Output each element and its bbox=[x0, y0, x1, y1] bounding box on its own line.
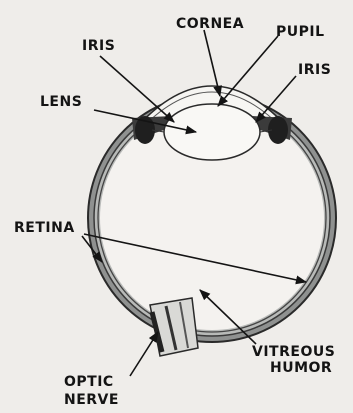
label-vitreous-line1: VITREOUS bbox=[252, 344, 335, 360]
lens bbox=[164, 104, 260, 160]
leader-iris-left bbox=[100, 56, 174, 122]
eyeball bbox=[88, 86, 336, 356]
leader-optic-nerve bbox=[130, 332, 158, 376]
optic-nerve bbox=[150, 298, 198, 356]
label-iris-left: IRIS bbox=[82, 38, 115, 54]
label-iris-right: IRIS bbox=[298, 62, 331, 78]
label-vitreous-line2: HUMOR bbox=[270, 360, 332, 376]
label-retina: RETINA bbox=[14, 220, 75, 236]
label-cornea: CORNEA bbox=[176, 16, 244, 32]
label-pupil: PUPIL bbox=[276, 24, 325, 40]
label-lens: LENS bbox=[40, 94, 82, 110]
label-optic-line2: NERVE bbox=[64, 392, 119, 408]
label-optic-line1: OPTIC bbox=[64, 374, 114, 390]
